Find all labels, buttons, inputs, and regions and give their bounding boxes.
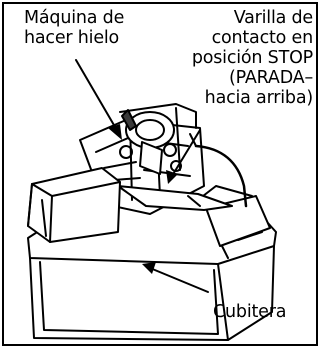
contact-rod-label: Varilla de contacto en posición STOP (PA… (143, 8, 313, 108)
ice-maker-label-line: hacer hielo (24, 28, 120, 48)
ice-maker-label: Máquina de hacer hielo (24, 8, 164, 48)
arrowhead-ice-bin (142, 262, 156, 274)
contact-rod-label-line: Varilla de (233, 8, 313, 28)
contact-rod-label-line: (PARADA– (229, 68, 313, 88)
leader-ice-maker (75, 59, 119, 133)
contact-rod-label-line: hacia arriba) (204, 88, 314, 108)
contact-rod-label-line: contacto en (211, 28, 314, 48)
ice-bin-label: Cubitera (213, 302, 287, 322)
ice-maker-label-line: Máquina de (24, 8, 125, 28)
arrowhead-ice-maker (108, 124, 122, 140)
front-cover (27, 167, 121, 243)
contact-rod-label-line: posición STOP (191, 48, 313, 68)
leader-contact-rod (171, 129, 201, 177)
leader-ice-bin (149, 267, 209, 293)
arrowhead-contact-rod (166, 170, 178, 184)
